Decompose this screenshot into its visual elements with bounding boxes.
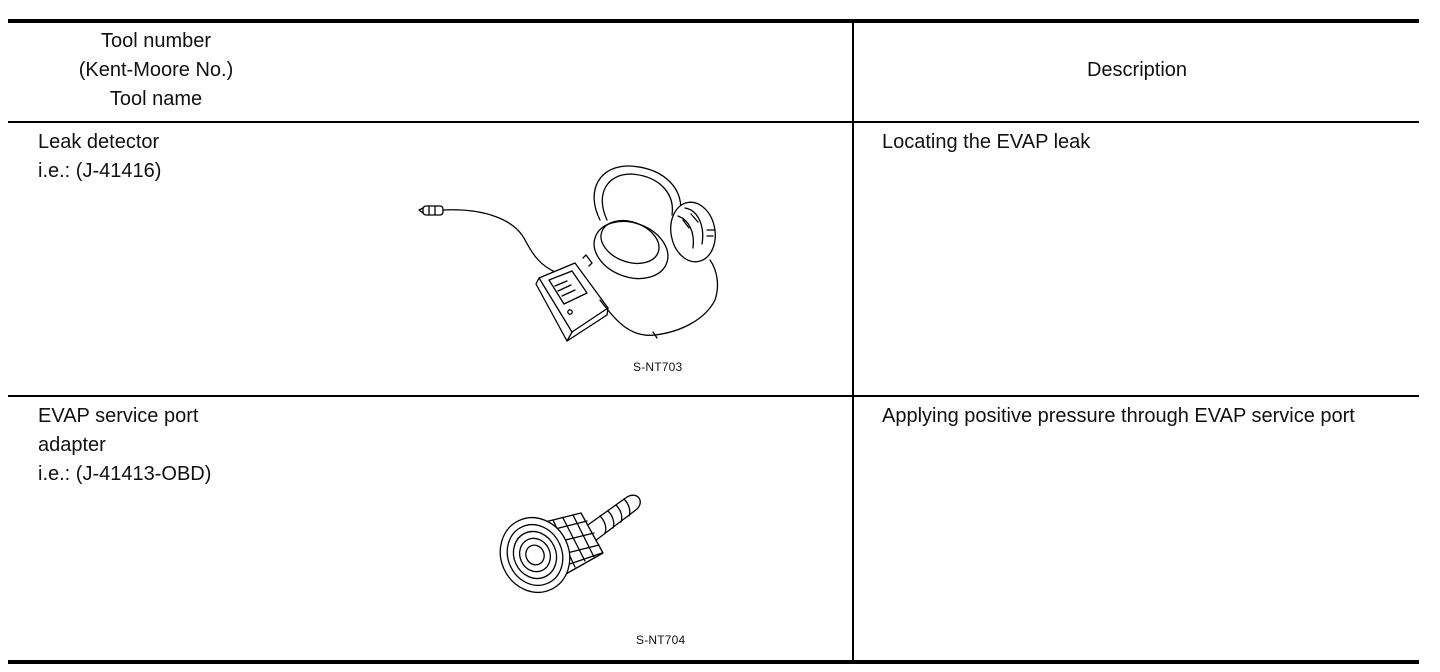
- header-description: Description: [1086, 59, 1188, 81]
- row1-description: Locating the EVAP leak: [882, 131, 1091, 153]
- header-tool-name: Tool name: [109, 88, 203, 110]
- row2-tool-name-line1: EVAP service port: [38, 405, 199, 427]
- row2-figure-label: S-NT704: [636, 633, 686, 647]
- header-kent-moore-no: (Kent-Moore No.): [78, 59, 234, 81]
- table-top-rule: [8, 19, 1419, 23]
- row1-tool-number: i.e.: (J-41416): [38, 160, 162, 182]
- row2-description: Applying positive pressure through EVAP …: [882, 405, 1355, 427]
- leak-detector-illustration: [415, 160, 725, 355]
- table-bottom-rule: [8, 660, 1419, 664]
- row2-tool-cell: EVAP service port adapter i.e.: (J-41413…: [38, 402, 211, 489]
- row1-tool-cell: Leak detector i.e.: (J-41416): [38, 128, 161, 186]
- header-tool-column: Tool number (Kent-Moore No.) Tool name: [8, 27, 304, 114]
- row2-tool-number: i.e.: (J-41413-OBD): [38, 463, 212, 485]
- header-tool-number: Tool number: [100, 30, 212, 52]
- row1-tool-name: Leak detector: [38, 131, 160, 153]
- row2-tool-name-line2: adapter: [38, 434, 106, 456]
- row-divider: [8, 395, 1419, 397]
- evap-service-port-adapter-illustration: [495, 483, 655, 603]
- header-divider: [8, 121, 1419, 123]
- row1-figure-label: S-NT703: [633, 360, 683, 374]
- column-divider: [852, 22, 854, 661]
